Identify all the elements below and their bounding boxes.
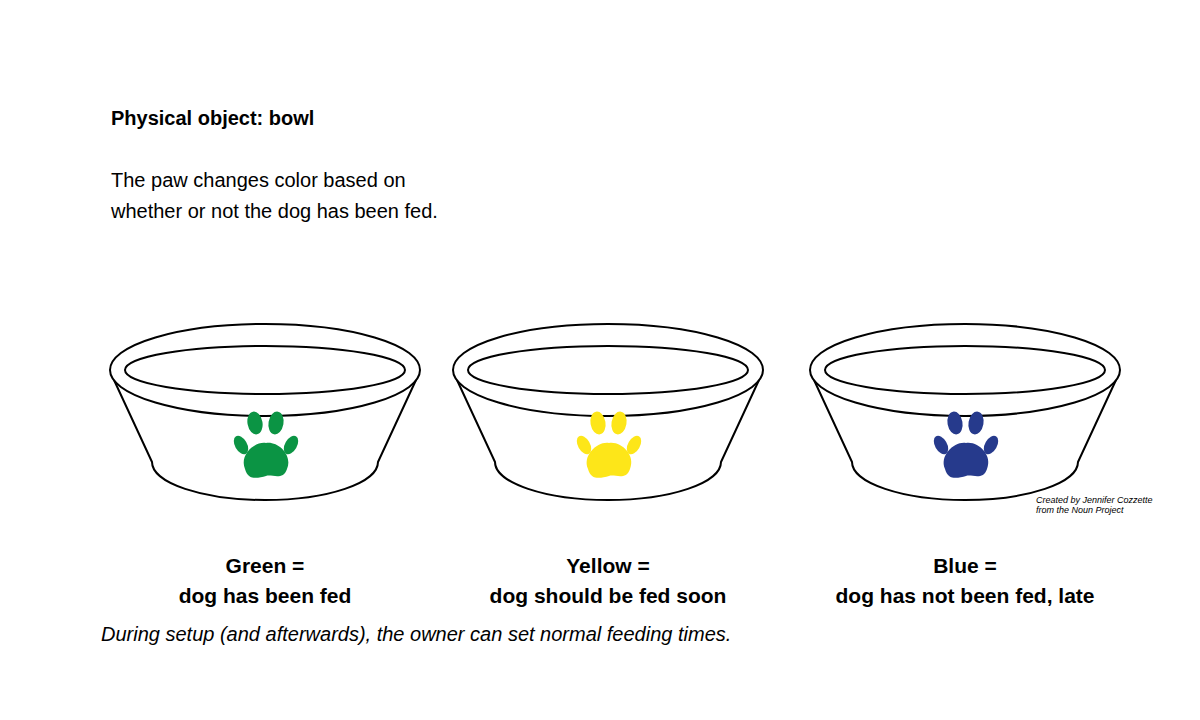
- paw-toe: [981, 433, 1001, 456]
- paw-print: [931, 410, 1001, 477]
- paw-toe: [267, 410, 286, 435]
- bowl-node: Yellow = dog should be fed soon: [432, 322, 784, 611]
- bowl-rim: [110, 324, 420, 416]
- paw-toe: [967, 410, 986, 435]
- bowl-outline: [95, 322, 435, 512]
- bowl-inner-rim: [125, 346, 405, 394]
- caption-note: During setup (and afterwards), the owner…: [101, 622, 731, 646]
- bowl-inner-rim: [468, 346, 748, 394]
- bowl-label: Green = dog has been fed: [89, 551, 441, 611]
- paw-pad: [244, 443, 289, 478]
- paw-toe: [231, 433, 251, 456]
- paw-toe: [931, 433, 951, 456]
- bowl-outline: [438, 322, 778, 512]
- paw-toe: [946, 410, 965, 435]
- bowl-node: Blue = dog has not been fed, late: [789, 322, 1141, 611]
- bowl-rim: [453, 324, 763, 416]
- paw-pad: [587, 443, 632, 478]
- paw-toe: [281, 433, 301, 456]
- page-title: Physical object: bowl: [111, 106, 314, 130]
- paw-toe: [624, 433, 644, 456]
- paw-toe: [610, 410, 629, 435]
- paw-toe: [589, 410, 608, 435]
- bowl-inner-rim: [825, 346, 1105, 394]
- credit-note: Created by Jennifer Cozzette from the No…: [1036, 495, 1161, 515]
- bowl-label: Blue = dog has not been fed, late: [789, 551, 1141, 611]
- paw-toe: [574, 433, 594, 456]
- paw-toe: [246, 410, 265, 435]
- description-text: The paw changes color based on whether o…: [111, 165, 456, 227]
- paw-print: [231, 410, 301, 477]
- paw-pad: [944, 443, 989, 478]
- bowl-outline: [795, 322, 1135, 512]
- bowl-node: Green = dog has been fed: [89, 322, 441, 611]
- paw-print: [574, 410, 644, 477]
- bowl-label: Yellow = dog should be fed soon: [432, 551, 784, 611]
- bowl-rim: [810, 324, 1120, 416]
